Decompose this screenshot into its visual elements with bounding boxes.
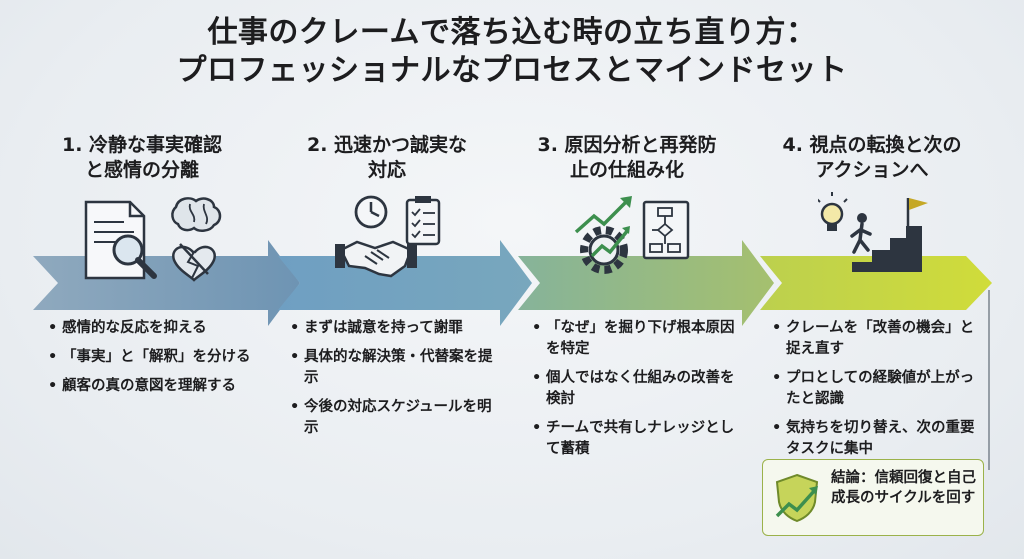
list-item: 今後の対応スケジュールを明示	[288, 397, 493, 439]
brain-icon	[171, 197, 222, 232]
gear-trend-icon	[574, 196, 632, 274]
climbing-person-icon	[850, 213, 872, 254]
step1-bullets: 感情的な反応を抑える 「事実」と「解釈」を分ける 顧客の真の意図を理解する	[46, 318, 251, 405]
list-item: 気持ちを切り替え、次の重要タスクに集中	[770, 418, 975, 460]
list-item: プロとしての経験値が上がったと認識	[770, 368, 975, 410]
list-item: 個人ではなく仕組みの改善を検討	[530, 368, 735, 410]
arrow-step3	[518, 240, 774, 326]
list-item: チームで共有しナレッジとして蓄積	[530, 418, 735, 460]
main-title-line1: 仕事のクレームで落ち込む時の立ち直り方：	[207, 15, 817, 50]
list-item: 感情的な反応を抑える	[46, 318, 251, 339]
step2-title-line1: 2. 迅速かつ誠実な	[306, 134, 468, 156]
main-title-line2: プロフェッショナルなプロセスとマインドセット	[176, 53, 848, 88]
step3-title: 3. 原因分析と再発防 止の仕組み化	[512, 133, 742, 183]
step4-bullets: クレームを「改善の機会」と捉え直す プロとしての経験値が上がったと認識 気持ちを…	[770, 318, 975, 468]
step2-icon-group	[335, 195, 441, 278]
step4-title-line2: アクションへ	[815, 159, 929, 181]
step4-title-line1: 4. 視点の転換と次の	[782, 134, 962, 156]
clock-icon	[354, 195, 388, 229]
step2-title-line2: 対応	[367, 159, 406, 181]
shield-growth-icon	[775, 473, 819, 523]
step1-title: 1. 冷静な事実確認 と感情の分離	[27, 133, 257, 183]
step3-title-line1: 3. 原因分析と再発防	[537, 134, 717, 156]
list-item: まずは誠意を持って謝罪	[288, 318, 493, 339]
list-item: クレームを「改善の機会」と捉え直す	[770, 318, 975, 360]
step2-title: 2. 迅速かつ誠実な 対応	[272, 133, 502, 183]
handshake-icon	[335, 240, 417, 278]
arrow-step4	[760, 256, 992, 310]
flag-icon	[852, 198, 928, 272]
step3-bullets: 「なぜ」を掘り下げ根本原因を特定 個人ではなく仕組みの改善を検討 チームで共有し…	[530, 318, 735, 468]
step1-icon-group	[84, 197, 222, 282]
checklist-icon	[405, 196, 441, 246]
step2-bullets: まずは誠意を持って謝罪 具体的な解決策・代替案を提示 今後の対応スケジュールを明…	[288, 318, 493, 447]
list-item: 「なぜ」を掘り下げ根本原因を特定	[530, 318, 735, 360]
step3-icon-group	[574, 196, 690, 274]
step3-title-line2: 止の仕組み化	[569, 159, 684, 181]
list-item: 顧客の真の意図を理解する	[46, 376, 251, 397]
list-item: 具体的な解決策・代替案を提示	[288, 347, 493, 389]
step1-title-line2: と感情の分離	[84, 159, 199, 181]
lightbulb-icon	[818, 192, 848, 231]
step4-title: 4. 視点の転換と次の アクションへ	[757, 133, 987, 183]
broken-heart-icon	[172, 243, 216, 282]
conclusion-box: 結論：信頼回復と自己成長のサイクルを回す	[762, 459, 984, 536]
document-magnifier-icon	[84, 200, 157, 280]
step4-icon-group	[818, 192, 928, 272]
conclusion-text: 結論：信頼回復と自己成長のサイクルを回す	[831, 470, 976, 506]
list-item: 「事実」と「解釈」を分ける	[46, 347, 251, 368]
step1-title-line1: 1. 冷静な事実確認	[61, 134, 223, 156]
flowchart-icon	[642, 200, 690, 260]
